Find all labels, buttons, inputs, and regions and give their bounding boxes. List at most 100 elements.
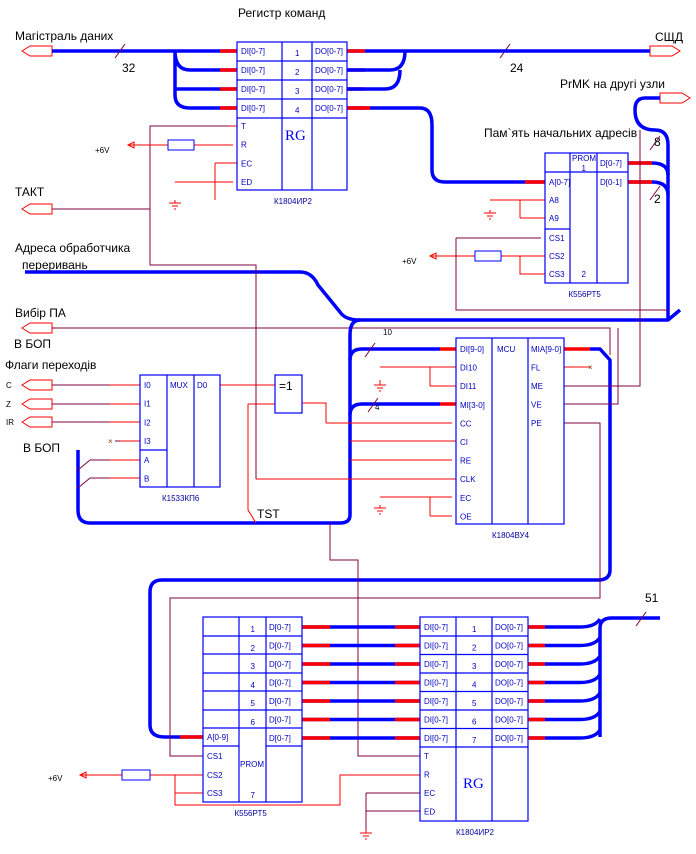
mux-pin-in: I3	[144, 437, 151, 446]
rg_bot-pin-in: DI[0-7]	[424, 642, 448, 651]
rg_top-pin-in: DI[0-7]	[241, 85, 265, 94]
wire	[149, 125, 257, 479]
wire	[348, 402, 440, 416]
xor-gate	[274, 374, 303, 414]
wire	[173, 50, 237, 110]
prom_bot-pin-out: D[0-7]	[269, 623, 291, 632]
rg_top-part-number: К1804ИР2	[274, 197, 313, 206]
width-4: 4	[375, 403, 380, 412]
rg_bot-pin-out: DO[0-7]	[495, 660, 523, 669]
rg_top-pin-ctrl: T	[241, 122, 246, 131]
wire	[628, 161, 670, 196]
wire	[364, 342, 379, 413]
mux-pin-out: D0	[197, 381, 208, 390]
prom_bot-pin-out: D[0-7]	[269, 642, 291, 651]
rg_bot-pin-out: DO[0-7]	[495, 623, 523, 632]
wire	[490, 199, 545, 219]
prom_bot-pin-out: D[0-7]	[269, 734, 291, 743]
wire	[365, 792, 420, 830]
rg_bot-row-number: 1	[472, 625, 477, 634]
wire	[114, 43, 126, 59]
mcu-function: MCU	[497, 345, 515, 354]
mcu-pin-out: ME	[531, 382, 543, 391]
mcu-part-number: К1804ВУ4	[492, 531, 530, 540]
wire	[302, 402, 327, 423]
rg_bot-pin-in: DI[0-7]	[424, 623, 448, 632]
rg_top-pin-out: DO[0-7]	[315, 85, 343, 94]
no-connect-mark: ×	[108, 437, 113, 446]
prom_top-function: PROM	[572, 154, 596, 163]
sshd-port	[649, 45, 681, 57]
wire	[428, 252, 437, 260]
wire	[348, 347, 440, 361]
rg_bot-pin-in: DI[0-7]	[424, 697, 448, 706]
wire	[430, 255, 545, 275]
data-bus-label: Магістраль даних	[15, 29, 113, 43]
prom_top-pin-in: A[0-7]	[549, 178, 570, 187]
irq-addr-label-1: Адреса обработчика	[15, 241, 131, 255]
flag-ir-label: IR	[6, 418, 14, 427]
rg_bot-pin-ctrl: ED	[424, 808, 435, 817]
wire	[169, 200, 181, 210]
rg_bot-pin-ctrl: T	[424, 752, 429, 761]
wire	[52, 384, 140, 479]
mcu-pin-in: EC	[460, 494, 471, 503]
pa-select-port	[21, 322, 53, 334]
wire	[564, 328, 619, 405]
chip-mcu: DI[9-0]DI10DI11MI[3-0]CCCIRECLKECOEMIA[9…	[455, 337, 565, 540]
mcu-pin-in: OE	[460, 512, 472, 521]
rg_bot-row-number: 7	[472, 736, 477, 745]
mcu-pin-in: CLK	[460, 475, 476, 484]
sshd-width: 24	[510, 61, 524, 75]
wire	[347, 106, 545, 184]
prom_bot-pin-in: A[0-9]	[207, 733, 228, 742]
flag-c-port	[21, 379, 53, 391]
rg_top-pin-in: DI[0-7]	[241, 66, 265, 75]
mux-pin-in: I2	[144, 418, 151, 427]
rg_bot-row-number: 3	[472, 662, 477, 671]
wires: ××	[21, 43, 691, 840]
wire	[78, 771, 87, 779]
data-bus-width: 32	[122, 61, 136, 75]
prom_bot-row-number: 2	[251, 644, 256, 653]
rg_bot-row-number: 2	[472, 644, 477, 653]
rg_bot-pin-out: DO[0-7]	[495, 716, 523, 725]
wire	[148, 347, 612, 739]
prom_bot-function: PROM	[240, 760, 264, 769]
mcu-pin-out: PE	[531, 419, 542, 428]
chip-rg_bot: DI[0-7]DI[0-7]DI[0-7]DI[0-7]DI[0-7]DI[0-…	[419, 616, 529, 837]
rg_top-row-number: 3	[295, 87, 300, 96]
resistor	[121, 769, 151, 781]
prom_top-pin-out: D[0-1]	[600, 178, 622, 187]
mcu-pin-in: DI11	[460, 382, 477, 391]
mcu-pin-in: CI	[460, 438, 468, 447]
takt-port	[21, 203, 53, 215]
wire	[380, 366, 456, 387]
prom_top-pin-in: A9	[549, 214, 559, 223]
rg_bot-row-number: 5	[472, 699, 477, 708]
irq-addr-label-2: переривань	[22, 258, 88, 272]
mcu-pin-out: VE	[531, 401, 542, 410]
prom_top-body	[544, 152, 629, 284]
mcu-pin-in: DI10	[460, 364, 477, 373]
flag-c-label: C	[6, 381, 12, 390]
width-51: 51	[645, 591, 659, 605]
rg_bot-pin-out: DO[0-7]	[495, 642, 523, 651]
sshd-label: СЩД	[655, 30, 683, 44]
flags-label: Флаги переходів	[5, 358, 96, 372]
prom_bot-pin-out: D[0-7]	[269, 716, 291, 725]
rg_top-pin-ctrl: EC	[241, 159, 252, 168]
wire	[380, 496, 452, 517]
takt-label: ТАКТ	[15, 185, 45, 199]
mux-pin-in: B	[144, 475, 149, 484]
mcu-pin-out: FL	[531, 364, 541, 373]
rg_top-pin-out: DO[0-7]	[315, 47, 343, 56]
wire	[347, 106, 545, 184]
prmk-label: PrMK на другі узли	[560, 77, 665, 91]
rg_bot-pin-ctrl: R	[424, 771, 430, 780]
rg_top-pin-ctrl: R	[241, 141, 247, 150]
plus6v-label-3: +6V	[48, 774, 63, 783]
prom_top-part-number: К556РТ5	[569, 290, 602, 299]
prom_bot-pin-out: D[0-7]	[269, 697, 291, 706]
